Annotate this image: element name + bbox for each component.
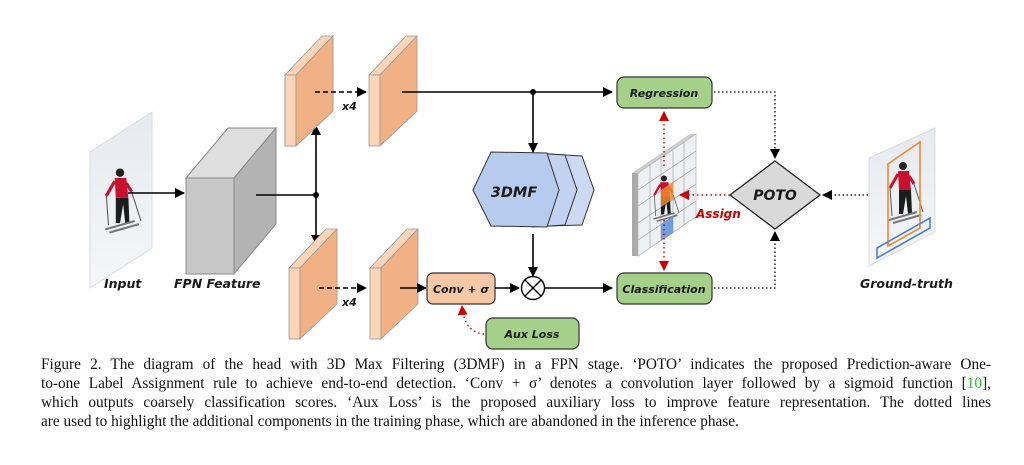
classification-label: Classification bbox=[622, 283, 705, 296]
fpn-feature-block bbox=[184, 126, 278, 276]
caption-line-2: to-one Label Assignment rule to achieve … bbox=[41, 374, 991, 393]
input-image bbox=[89, 111, 153, 289]
assign-label: Assign bbox=[695, 207, 741, 221]
ground-truth-image bbox=[868, 127, 936, 267]
regression-to-poto-dotted bbox=[714, 91, 780, 159]
repeat-label-bottom: x4 bbox=[341, 296, 357, 309]
3dmf-block: 3DMF bbox=[472, 151, 595, 228]
repeat-label-top: x4 bbox=[341, 100, 357, 113]
fpn-feature-label: FPN Feature bbox=[174, 276, 261, 291]
input-label: Input bbox=[104, 276, 142, 291]
citation-suffix: ], bbox=[982, 375, 991, 392]
caption-line-1: Figure 2. The diagram of the head with 3… bbox=[41, 356, 991, 373]
citation-link[interactable]: 10 bbox=[966, 375, 983, 392]
regression-label: Regression bbox=[630, 87, 699, 100]
regression-box: Regression bbox=[616, 76, 713, 109]
top-feature-map-2 bbox=[368, 34, 418, 147]
caption-line-2-text: to-one Label Assignment rule to achieve … bbox=[41, 375, 967, 392]
bottom-feature-map-2 bbox=[369, 227, 419, 340]
bottom-feature-map-1 bbox=[288, 227, 338, 340]
head-diagram: Input FPN Feature x4 x4 bbox=[89, 34, 953, 350]
aux-loss-box: Aux Loss bbox=[485, 317, 580, 350]
caption-line-4: are used to highlight the additional com… bbox=[41, 413, 739, 430]
ground-truth-label: Ground-truth bbox=[860, 276, 953, 291]
assignment-grid-image bbox=[632, 133, 697, 257]
conv-sigmoid-box: Conv + σ bbox=[426, 272, 496, 305]
multiply-operator bbox=[520, 275, 546, 301]
caption-line-3: which outputs coarsely classification sc… bbox=[41, 394, 991, 411]
aux-loss-label: Aux Loss bbox=[504, 328, 560, 341]
top-feature-map-1 bbox=[284, 34, 334, 147]
classification-box: Classification bbox=[616, 272, 713, 305]
conv-label: Conv + σ bbox=[433, 283, 490, 296]
aux-loss-training-arrow bbox=[457, 305, 485, 335]
poto-diamond: POTO bbox=[728, 160, 822, 230]
poto-label: POTO bbox=[753, 188, 797, 204]
classification-to-poto-dotted bbox=[714, 231, 780, 289]
figure-caption: Figure 2. The diagram of the head with 3… bbox=[41, 355, 991, 431]
3dmf-label: 3DMF bbox=[491, 185, 538, 201]
